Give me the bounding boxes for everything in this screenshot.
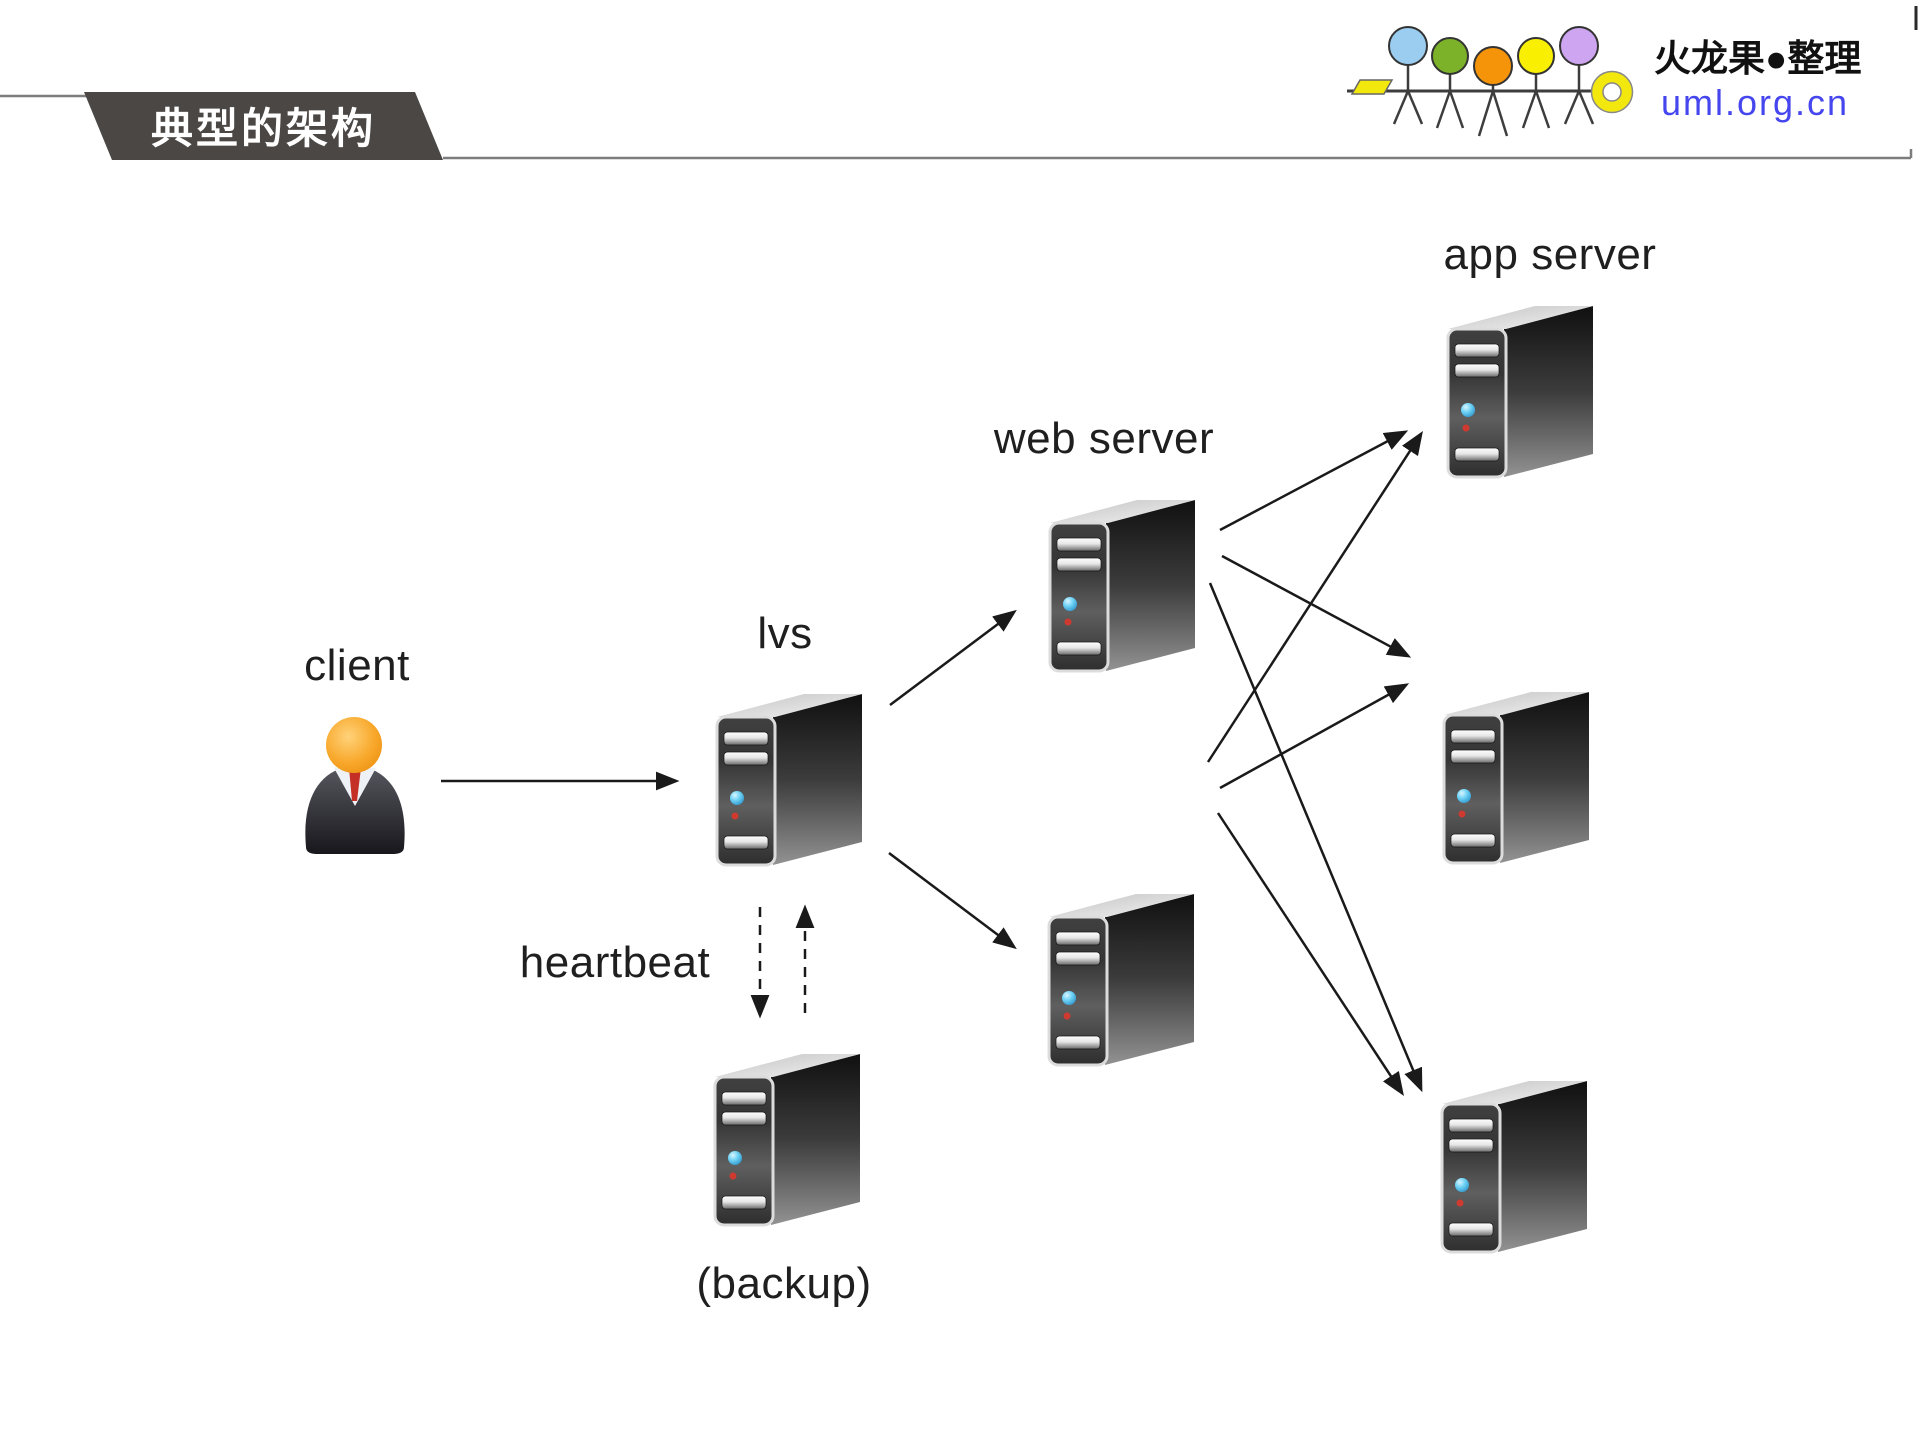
person-tie	[349, 768, 361, 801]
server-icon-lvs	[715, 694, 862, 867]
label-backup: (backup)	[696, 1259, 872, 1308]
label-web-server: web server	[993, 414, 1215, 463]
logo-head-blue	[1388, 26, 1428, 66]
logo-head-purple	[1559, 26, 1599, 66]
edge-web-server-1-app-server-1	[1219, 430, 1409, 532]
header-banner	[0, 6, 1918, 160]
banner-shape	[84, 92, 443, 160]
server-icon-web-server-2	[1047, 894, 1194, 1067]
person-head	[326, 717, 382, 773]
edge-lvs-web-server-1	[889, 609, 1017, 706]
logo-site-link: uml.org.cn	[1661, 82, 1850, 123]
edge-web-server-1-app-server-3	[1208, 582, 1423, 1093]
edge-web-server-2-app-server-3	[1216, 812, 1404, 1096]
client-person-icon	[305, 717, 405, 854]
label-client: client	[304, 641, 410, 690]
logo-brand-text: 火龙果●整理	[1654, 38, 1862, 79]
server-icon-app-server-1	[1446, 306, 1593, 479]
label-app-server: app server	[1443, 230, 1657, 279]
edge-web-server-1-app-server-2	[1221, 554, 1412, 658]
logo-head-green	[1431, 37, 1469, 75]
logo-ring-icon	[1590, 70, 1634, 114]
edge-lvs-web-server-2	[888, 852, 1017, 950]
logo-head-orange	[1473, 46, 1513, 86]
slide-title: 典型的架构	[150, 104, 376, 152]
logo-parallelogram	[1350, 79, 1394, 95]
label-lvs: lvs	[757, 609, 813, 658]
logo-head-yellow	[1517, 37, 1555, 75]
label-heartbeat: heartbeat	[519, 938, 711, 987]
logo-figures-icon	[1347, 26, 1634, 137]
server-icon-app-server-2	[1442, 692, 1589, 865]
edge-web-server-2-app-server-1	[1206, 431, 1423, 763]
server-icon-web-server-1	[1048, 500, 1195, 673]
server-icon-lvs-backup	[713, 1054, 860, 1227]
server-icon-app-server-3	[1440, 1081, 1587, 1254]
edge-web-server-2-app-server-2	[1219, 683, 1410, 790]
